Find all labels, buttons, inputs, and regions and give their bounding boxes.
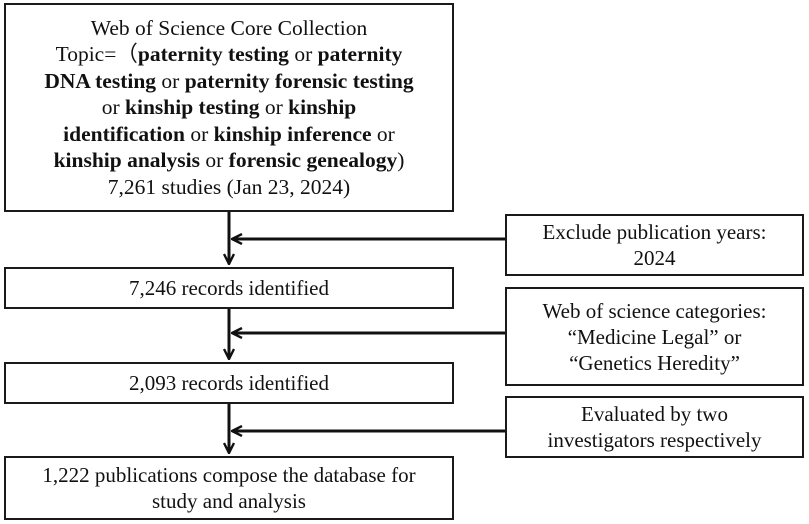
exclusion-box-evaluation: Evaluated by two investigators respectiv… [505,396,804,458]
records-identified-box-1: 7,246 records identified [4,267,454,309]
exclusion-evaluation-line-1: Evaluated by two [581,402,728,426]
final-line-2: study and analysis [152,489,306,513]
query-line-1: Topic=（paternity testing or paternity [55,42,403,67]
records-count-1: 7,246 records identified [128,276,330,300]
query-line-4: identification or kinship inference or [63,121,395,146]
records-identified-box-2: 2,093 records identified [4,362,454,404]
exclusion-box-years: Exclude publication years: 2024 [505,214,804,276]
exclusion-categories-line-1: Web of science categories: [542,298,767,323]
exclusion-years-line-2: 2024 [633,246,676,270]
study-count: 7,261 studies (Jan 23, 2024) [107,174,351,199]
final-line-1: 1,222 publications compose the database … [42,463,416,487]
records-count-2: 2,093 records identified [128,371,330,395]
query-line-5: kinship analysis or forensic genealogy) [53,148,405,173]
exclusion-categories-line-2: “Medicine Legal” or [567,324,742,349]
query-line-3: or kinship testing or kinship [101,95,357,120]
exclusion-box-categories: Web of science categories: “Medicine Leg… [505,287,804,386]
exclusion-years-line-1: Exclude publication years: [542,220,767,244]
database-name: Web of Science Core Collection [90,15,368,40]
search-query-box: Web of Science Core Collection Topic=（pa… [4,3,454,212]
final-database-box: 1,222 publications compose the database … [4,456,454,520]
exclusion-evaluation-line-2: investigators respectively [547,428,762,452]
query-line-2: DNA testing or paternity forensic testin… [44,68,414,93]
exclusion-categories-line-3: “Genetics Heredity” [569,350,740,375]
